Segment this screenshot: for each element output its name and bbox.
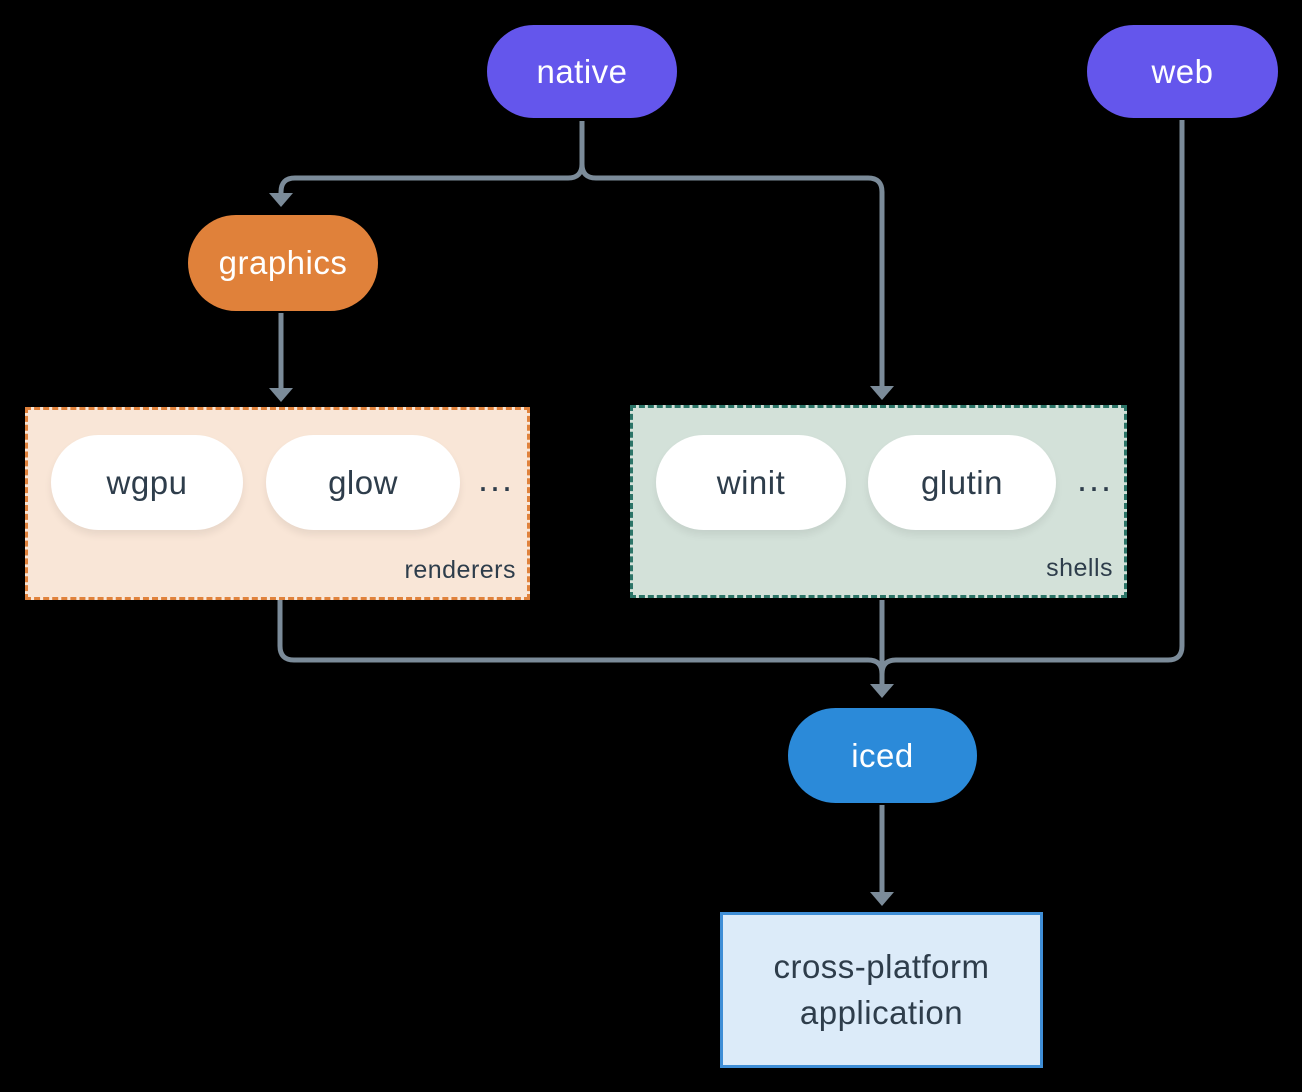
node-native: native — [487, 25, 677, 118]
edge-renderers-to-iced — [277, 600, 885, 675]
group-label-shells: shells — [1046, 554, 1113, 582]
application-label-line2: application — [799, 994, 964, 1031]
application-label-line1: cross-platform — [773, 948, 990, 985]
ellipsis-shells: ... — [1077, 458, 1114, 499]
node-iced: iced — [788, 708, 977, 803]
edge-native-to-graphics — [278, 121, 585, 194]
node-glow: glow — [266, 435, 460, 530]
node-web: web — [1087, 25, 1278, 118]
arrowhead-icon-application — [870, 892, 894, 906]
ellipsis-renderers: ... — [478, 458, 515, 499]
arrowhead-icon-shells — [870, 386, 894, 400]
node-application: cross-platform application — [720, 912, 1043, 1068]
node-winit: winit — [656, 435, 846, 530]
arrowhead-icon-graphics — [269, 193, 293, 207]
arrowhead-icon-renderers — [269, 388, 293, 402]
group-renderers: wgpu glow ... renderers — [25, 407, 530, 600]
node-wgpu: wgpu — [51, 435, 243, 530]
node-glutin: glutin — [868, 435, 1056, 530]
arrowhead-icon-iced — [870, 684, 894, 698]
node-graphics: graphics — [188, 215, 378, 311]
edge-native-to-shells — [579, 121, 885, 387]
group-shells: winit glutin ... shells — [630, 405, 1127, 598]
group-label-renderers: renderers — [404, 556, 516, 584]
